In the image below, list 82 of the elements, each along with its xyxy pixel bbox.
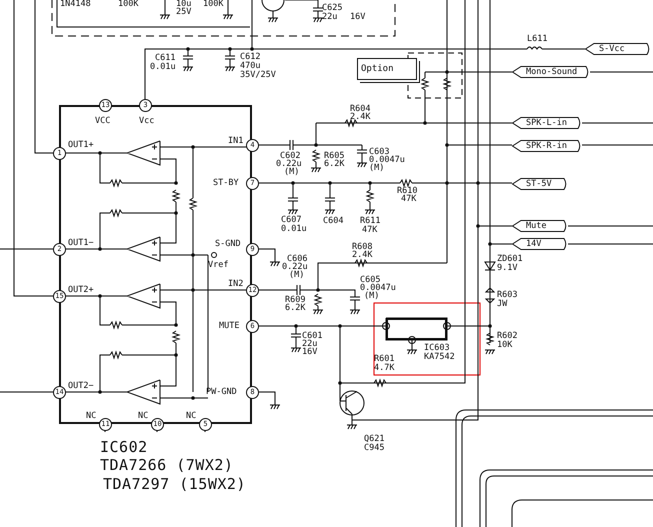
component-label: 22u: [302, 340, 318, 348]
component-label: 47K: [362, 226, 378, 234]
component-label: 6.2K: [324, 160, 344, 168]
component-label: KA7542: [424, 353, 455, 362]
component-label: 22u: [322, 13, 338, 22]
component-label: 470u: [240, 62, 260, 70]
component-label: R611: [360, 217, 380, 226]
signal-flag: 14V: [512, 238, 568, 250]
component-label: 2.4K: [352, 251, 372, 260]
component-label: 9.1V: [497, 264, 518, 272]
signal-flag: SPK-L-in: [512, 117, 582, 129]
ic-part-label: IC602: [100, 440, 148, 455]
component-label: (M): [284, 168, 300, 176]
component-label: 100K: [203, 0, 224, 8]
pin-name: NC: [86, 412, 96, 420]
component-label: (M): [369, 164, 384, 172]
ic-part-label: TDA7297 (15WX2): [103, 477, 246, 492]
component-label: C603: [369, 148, 390, 156]
component-label: 0.0047u: [369, 156, 405, 164]
component-label: R602: [497, 332, 518, 340]
component-label: R605: [324, 152, 344, 160]
component-label: 10u: [176, 0, 192, 8]
component-label: C611: [155, 54, 176, 62]
component-label: R609: [285, 296, 306, 304]
component-label: C945: [364, 444, 384, 452]
component-label: R601: [374, 355, 394, 364]
ic-part-label: TDA7266 (7WX2): [100, 458, 234, 473]
component-label: 0.01u: [150, 63, 176, 72]
pin-name: OUT1+: [68, 141, 94, 150]
component-label: 16V: [302, 348, 318, 356]
pin-name: NC: [186, 412, 196, 420]
signal-flag: Mute: [512, 220, 568, 232]
component-label: R603: [497, 291, 518, 300]
component-label: C601: [302, 332, 322, 340]
component-label: L611: [527, 35, 548, 44]
component-label: 0.22u: [276, 160, 302, 168]
component-label: R608: [352, 243, 372, 252]
component-label: R610: [397, 187, 418, 196]
component-label: (M): [289, 271, 304, 280]
component-label: 100K: [118, 0, 138, 8]
component-label: C607: [281, 216, 302, 224]
component-label: R604: [350, 105, 370, 114]
component-label: C606: [287, 255, 308, 264]
component-label: 47K: [401, 195, 416, 204]
component-label: C604: [323, 217, 344, 226]
signal-flag: Mono-Sound: [512, 66, 590, 78]
component-label: 6.2K: [285, 304, 306, 312]
signal-flag: S-Vcc: [585, 43, 651, 55]
pin-name: IN2: [228, 280, 244, 288]
pin-name: OUT2−: [68, 382, 94, 390]
pin-name: OUT2+: [68, 286, 94, 294]
pin-name: Vref: [208, 261, 228, 270]
component-label: 0.01u: [281, 225, 307, 234]
signal-flag: ST-5V: [512, 178, 568, 190]
component-label: C602: [280, 152, 300, 160]
option-box: Option: [357, 58, 417, 80]
component-label: 2.4K: [350, 113, 370, 122]
component-label: JW: [497, 300, 508, 308]
pin-name: MUTE: [219, 322, 240, 330]
pin-name: VCC: [95, 117, 110, 126]
component-label: C605: [360, 276, 380, 284]
pin-name: IN1: [228, 137, 244, 146]
component-label: ZD601: [497, 255, 523, 264]
component-label: C612: [240, 53, 260, 62]
component-label: Q621: [364, 435, 384, 444]
component-label: 25V: [176, 8, 192, 16]
component-label: 1N4148: [60, 0, 91, 8]
pin-name: Vcc: [139, 117, 154, 126]
pin-name: OUT1−: [68, 239, 94, 248]
component-label: IC603: [424, 344, 450, 352]
component-label: 10K: [497, 341, 512, 350]
pin-name: NC: [138, 412, 148, 420]
component-label: 0.22u: [282, 263, 308, 272]
component-label: 16V: [350, 13, 366, 22]
component-label: 35V/25V: [240, 71, 276, 80]
pin-name: ST-BY: [213, 179, 239, 188]
component-label: 0.0047u: [360, 284, 396, 292]
pin-name: S-GND: [215, 240, 241, 248]
signal-flag: SPK-R-in: [512, 140, 582, 152]
pin-name: PW-GND: [206, 388, 237, 396]
component-label: (M): [364, 292, 380, 300]
component-label: C625: [322, 4, 342, 12]
